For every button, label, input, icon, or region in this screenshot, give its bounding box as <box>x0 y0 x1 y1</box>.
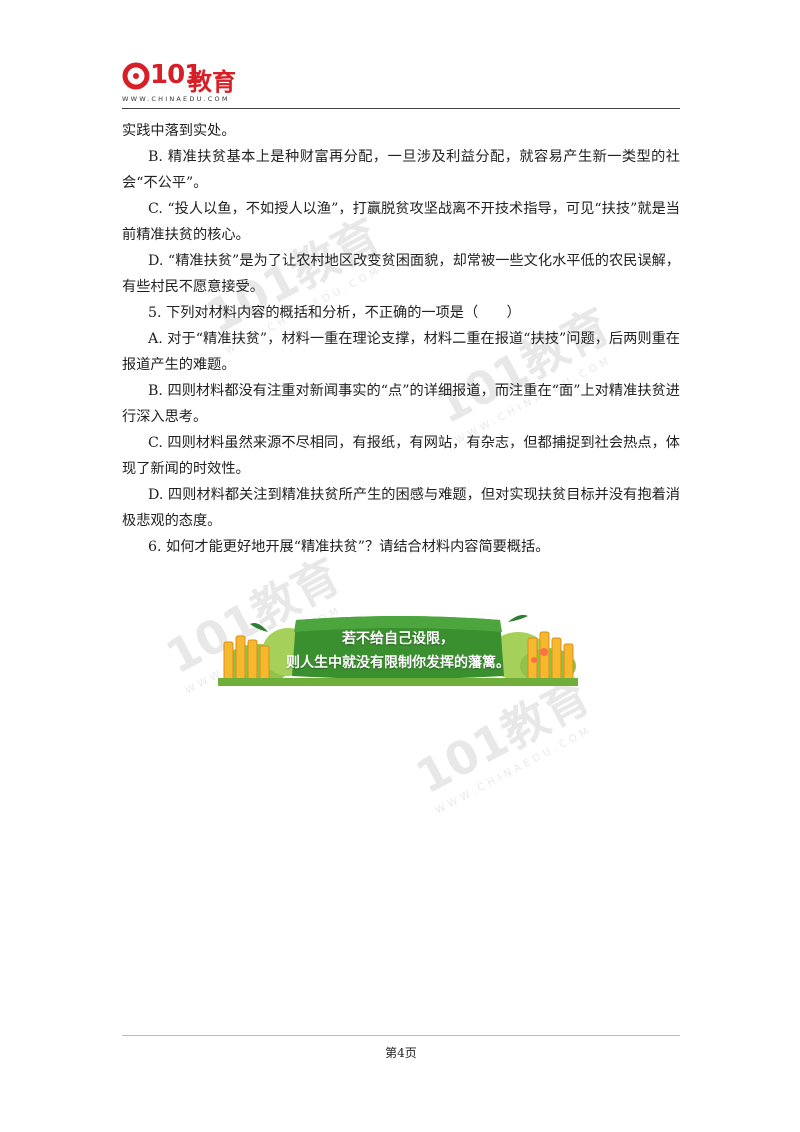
banner-illustration <box>218 614 578 686</box>
logo-url: WWW.CHINAEDU.COM <box>122 95 230 103</box>
logo-ring-icon <box>122 62 150 90</box>
footer-divider <box>122 1035 680 1036</box>
question-6: 6. 如何才能更好地开展“精准扶贫”？请结合材料内容简要概括。 <box>148 539 550 555</box>
logo: 101 教育 WWW.CHINAEDU.COM <box>122 60 262 106</box>
document-body: 实践中落到实处。 B. 精准扶贫基本上是种财富再分配，一旦涉及利益分配，就容易产… <box>122 118 680 560</box>
paragraph: 实践中落到实处。 <box>122 123 236 139</box>
logo-name: 教育 <box>188 68 236 96</box>
option-c: C. “投人以鱼，不如授人以渔”，打赢脱贫攻坚战离不开技术指导，可见“扶技”就是… <box>122 201 680 243</box>
option-b: B. 精准扶贫基本上是种财富再分配，一旦涉及利益分配，就容易产生新一类型的社会“… <box>122 149 680 191</box>
header-divider <box>122 108 680 109</box>
question-5: 5. 下列对材料内容的概括和分析，不正确的一项是（ ） <box>148 305 521 321</box>
option-b: B. 四则材料都没有注重对新闻事实的“点”的详细报道，而注重在“面”上对精准扶贫… <box>122 383 680 425</box>
banner-line-1: 若不给自己设限， <box>342 631 454 647</box>
page-number: 第4页 <box>385 1046 417 1060</box>
page-header: 101 教育 WWW.CHINAEDU.COM <box>122 58 680 110</box>
logo-number: 101 <box>150 60 202 90</box>
motivational-banner: 若不给自己设限， 则人生中就没有限制你发挥的藩篱。 <box>218 612 578 686</box>
banner-line-2: 则人生中就没有限制你发挥的藩篱。 <box>286 655 510 671</box>
option-d: D. “精准扶贫”是为了让农村地区改变贫困面貌，却常被一些文化水平低的农民误解，… <box>122 253 680 295</box>
option-a: A. 对于“精准扶贫”，材料一重在理论支撑，材料二重在报道“扶技”问题，后两则重… <box>122 331 680 373</box>
option-c: C. 四则材料虽然来源不尽相同，有报纸，有网站，有杂志，但都捕捉到社会热点，体现… <box>122 435 680 477</box>
option-d: D. 四则材料都关注到精准扶贫所产生的困感与难题，但对实现扶贫目标并没有抱着消极… <box>122 487 680 529</box>
